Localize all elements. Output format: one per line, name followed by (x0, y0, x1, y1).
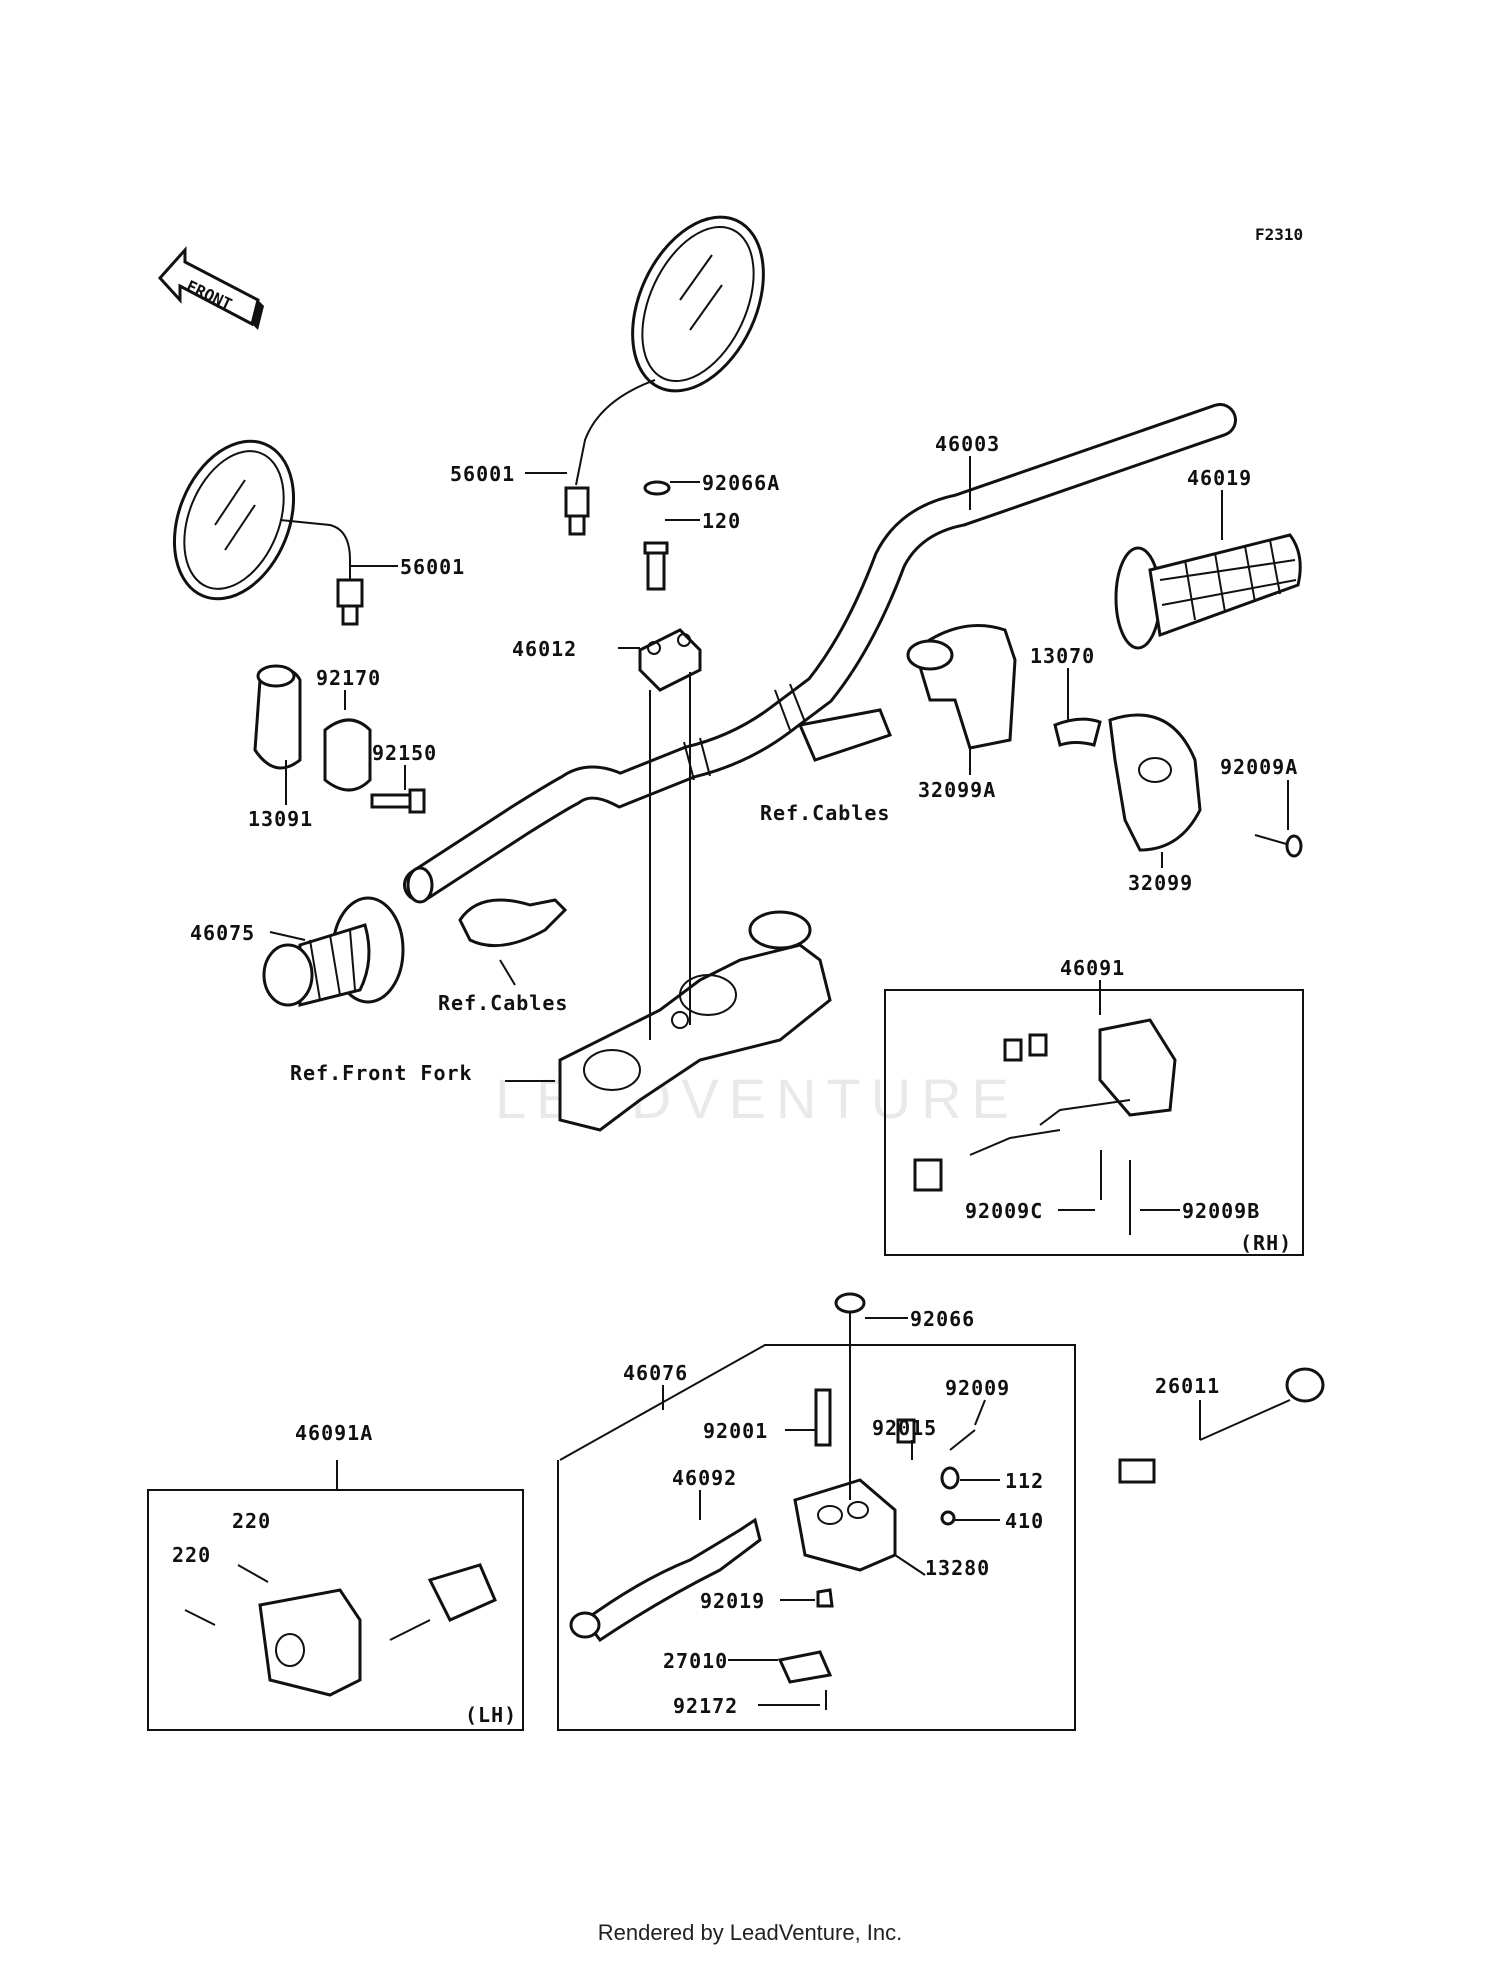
mirror-icon (172, 439, 364, 626)
label-92066: 92066 (910, 1307, 975, 1331)
label-92170: 92170 (316, 666, 381, 690)
footer-credit: Rendered by LeadVenture, Inc. (597, 1920, 903, 1945)
label-26011: 26011 (1155, 1374, 1220, 1398)
grip-icon (1114, 533, 1302, 650)
lh-switch-icon (184, 1563, 497, 1697)
label-46003: 46003 (935, 432, 1000, 456)
leader-lines (269, 456, 1289, 1706)
label-92001: 92001 (703, 1419, 768, 1443)
throttle-cover-icon (1108, 713, 1202, 852)
label-46091A: 46091A (295, 1421, 373, 1445)
lh-switch-box (147, 1489, 524, 1731)
handlebar-icon (403, 403, 1237, 904)
label-13091: 13091 (248, 807, 313, 831)
label-46076: 46076 (623, 1361, 688, 1385)
label-13070: 13070 (1030, 644, 1095, 668)
label-92009C: 92009C (965, 1199, 1043, 1223)
front-arrow-icon: FRONT (157, 246, 264, 330)
label-lh: (LH) (465, 1703, 517, 1727)
label-92015: 92015 (872, 1416, 937, 1440)
label-27010: 27010 (663, 1649, 728, 1673)
clamp-icon (638, 480, 702, 692)
mirror-icon (564, 215, 765, 536)
label-ref-front-fork: Ref.Front Fork (290, 1061, 473, 1085)
grip-icon (262, 896, 405, 1007)
label-92066A: 92066A (702, 471, 780, 495)
lever-assembly-box (557, 1344, 1076, 1731)
label-92009: 92009 (945, 1376, 1010, 1400)
label-32099A: 32099A (918, 778, 996, 802)
label-rh: (RH) (1240, 1231, 1292, 1255)
label-ref-cables: Ref.Cables (438, 991, 568, 1015)
rh-switch-box (884, 989, 1304, 1256)
label-112: 112 (1005, 1469, 1044, 1493)
mirror-holder-icon (253, 664, 426, 814)
label-46091: 46091 (1060, 956, 1125, 980)
label-56001: 56001 (400, 555, 465, 579)
cable-end-icon (797, 708, 892, 762)
label-220: 220 (232, 1509, 271, 1533)
rh-switch-icon (913, 1018, 1177, 1235)
label-410: 410 (1005, 1509, 1044, 1533)
label-46092: 46092 (672, 1466, 737, 1490)
label-220: 220 (172, 1543, 211, 1567)
label-32099: 32099 (1128, 871, 1193, 895)
throttle-cam-icon (1053, 717, 1102, 747)
cable-end-icon (458, 898, 568, 948)
label-46012: 46012 (512, 637, 577, 661)
wiring-harness-icon (1118, 1367, 1325, 1484)
fork-clamp-icon (558, 910, 832, 1132)
label-56001: 56001 (450, 462, 515, 486)
label-46019: 46019 (1187, 466, 1252, 490)
label-92009B: 92009B (1182, 1199, 1260, 1223)
throttle-housing-icon (906, 624, 1017, 750)
label-ref-cables: Ref.Cables (760, 801, 890, 825)
label-92150: 92150 (372, 741, 437, 765)
label-92009A: 92009A (1220, 755, 1298, 779)
label-92172: 92172 (673, 1694, 738, 1718)
label-92019: 92019 (700, 1589, 765, 1613)
clutch-lever-icon (569, 1517, 762, 1643)
screw-icon (1254, 834, 1303, 858)
lever-holder-icon (777, 1292, 976, 1710)
label-120: 120 (702, 509, 741, 533)
label-13280: 13280 (925, 1556, 990, 1580)
figure-code: F2310 (1255, 225, 1303, 244)
label-46075: 46075 (190, 921, 255, 945)
